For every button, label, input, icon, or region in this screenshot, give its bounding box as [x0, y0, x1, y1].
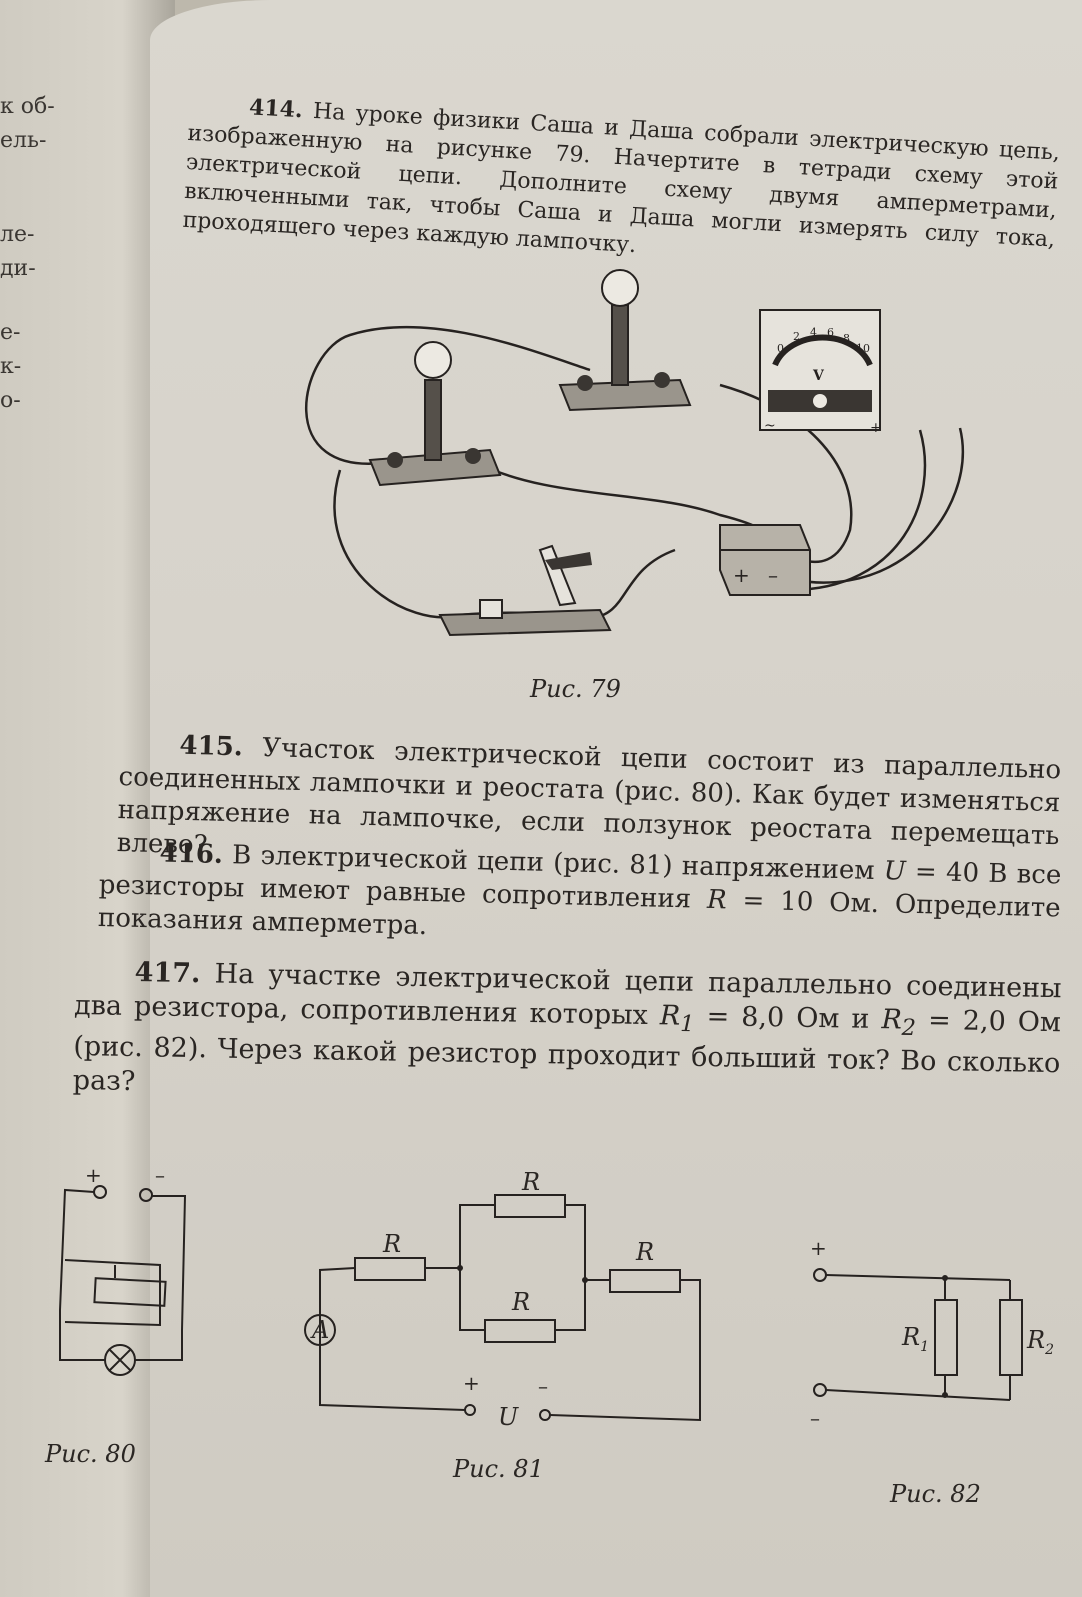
fig82-r2-label: R2 — [1026, 1326, 1054, 1358]
lamp-stand-2 — [558, 269, 692, 412]
left-page-fragments: к об- ель- ле- ди- е- к- о- — [0, 90, 60, 418]
variable-u: U — [883, 856, 907, 887]
ammeter-label: A — [310, 1316, 329, 1344]
problem-text: На уроке физики Саша и Даша собрали элек… — [182, 98, 1061, 259]
battery: + – — [719, 524, 811, 596]
meter-scale-label: 8 — [843, 332, 850, 345]
wire — [305, 325, 591, 465]
left-fragment: е- — [0, 320, 21, 345]
figure-79: 0 2 4 6 8 10 V ~ + + – — [305, 269, 965, 637]
fig82-minus-label: – — [810, 1406, 820, 1430]
fig81-resistor-label: R — [521, 1168, 540, 1196]
ac-terminal-label: ~ — [764, 418, 776, 434]
fig81-minus-label: – — [538, 1374, 548, 1398]
fig82-plus-label: + — [810, 1236, 827, 1260]
voltmeter: 0 2 4 6 8 10 V ~ + — [759, 309, 882, 436]
fig81-resistor-label: R — [635, 1238, 654, 1266]
problem-417: 417. На участке электрической цепи парал… — [72, 955, 1062, 1116]
figure-81: R R R R A + – U — [304, 1168, 701, 1431]
battery-plus-label: + — [733, 563, 750, 587]
left-fragment: ель- — [0, 128, 47, 153]
left-fragment: к- — [0, 354, 22, 379]
left-fragment: ди- — [0, 256, 36, 281]
meter-scale-label: 4 — [810, 326, 817, 339]
figure-80: + – — [59, 1163, 187, 1376]
problem-number: 416. — [159, 838, 224, 871]
meter-scale-label: 10 — [856, 342, 870, 355]
wire — [333, 469, 591, 619]
fig81-voltage-label: U — [498, 1403, 519, 1431]
variable-r2: R2 — [881, 1004, 917, 1042]
fig82-r1-label: R1 — [901, 1323, 929, 1355]
meter-letter: V — [812, 368, 825, 384]
meter-scale-label: 0 — [777, 342, 784, 355]
fig80-plus-label: + — [85, 1163, 102, 1187]
right-page: 414. На уроке физики Саша и Даша собрали… — [45, 0, 1082, 1597]
meter-scale-label: 2 — [793, 330, 800, 343]
problem-414: 414. На уроке физики Саша и Даша собрали… — [182, 90, 1061, 283]
fig81-resistor-label: R — [511, 1288, 530, 1316]
fig81-resistor-label: R — [382, 1230, 401, 1258]
meter-scale-label: 6 — [827, 326, 834, 339]
problem-number: 415. — [179, 730, 244, 763]
figure-81-caption: Рис. 81 — [453, 1455, 544, 1483]
variable-r: R — [706, 884, 727, 916]
fig80-minus-label: – — [155, 1163, 165, 1187]
variable-r1: R1 — [659, 1000, 695, 1038]
left-fragment: к об- — [0, 94, 55, 119]
figure-82: + – R1 R2 — [810, 1236, 1054, 1430]
switch — [438, 544, 612, 637]
fig81-plus-label: + — [463, 1371, 480, 1395]
figure-80-caption: Рис. 80 — [45, 1440, 136, 1468]
left-fragment: о- — [0, 388, 21, 413]
lamp-stand-1 — [368, 341, 502, 487]
wire — [589, 548, 676, 620]
plus-terminal-label: + — [870, 420, 882, 436]
problem-number: 414. — [248, 94, 304, 124]
problem-number: 417. — [134, 957, 201, 990]
left-page: к об- ель- ле- ди- е- к- о- — [0, 0, 175, 1597]
problem-text: = 8,0 Ом и — [706, 1001, 870, 1035]
wire — [789, 429, 927, 592]
left-fragment: ле- — [0, 222, 35, 247]
figure-82-caption: Рис. 82 — [890, 1480, 981, 1508]
battery-minus-label: – — [768, 563, 778, 587]
figure-79-caption: Рис. 79 — [530, 675, 621, 703]
